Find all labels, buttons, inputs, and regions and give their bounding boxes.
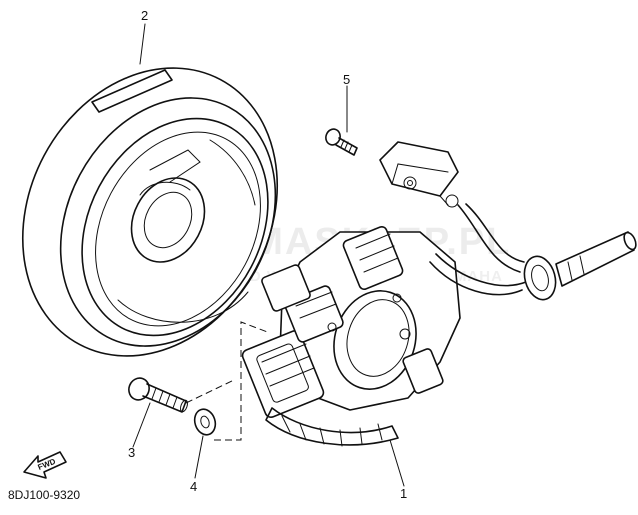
callout-2: 2 bbox=[141, 8, 148, 23]
stator-assembly bbox=[241, 225, 461, 447]
washer bbox=[193, 408, 217, 436]
leader-lines bbox=[132, 23, 405, 487]
callout-labels: 2 5 3 4 1 bbox=[128, 8, 407, 501]
wiring-harness bbox=[429, 203, 637, 301]
assembly-guides bbox=[185, 321, 271, 441]
pickup-coil bbox=[379, 141, 459, 208]
callout-4: 4 bbox=[190, 479, 197, 494]
fwd-arrow-icon: FWD bbox=[23, 451, 67, 479]
pickup-screw bbox=[325, 128, 358, 156]
callout-1: 1 bbox=[400, 486, 407, 501]
callout-3: 3 bbox=[128, 445, 135, 460]
rotor-bolt bbox=[128, 377, 188, 413]
drawing-code: 8DJ100-9320 bbox=[8, 488, 80, 502]
rotor-flywheel bbox=[21, 67, 279, 357]
callout-5: 5 bbox=[343, 72, 350, 87]
